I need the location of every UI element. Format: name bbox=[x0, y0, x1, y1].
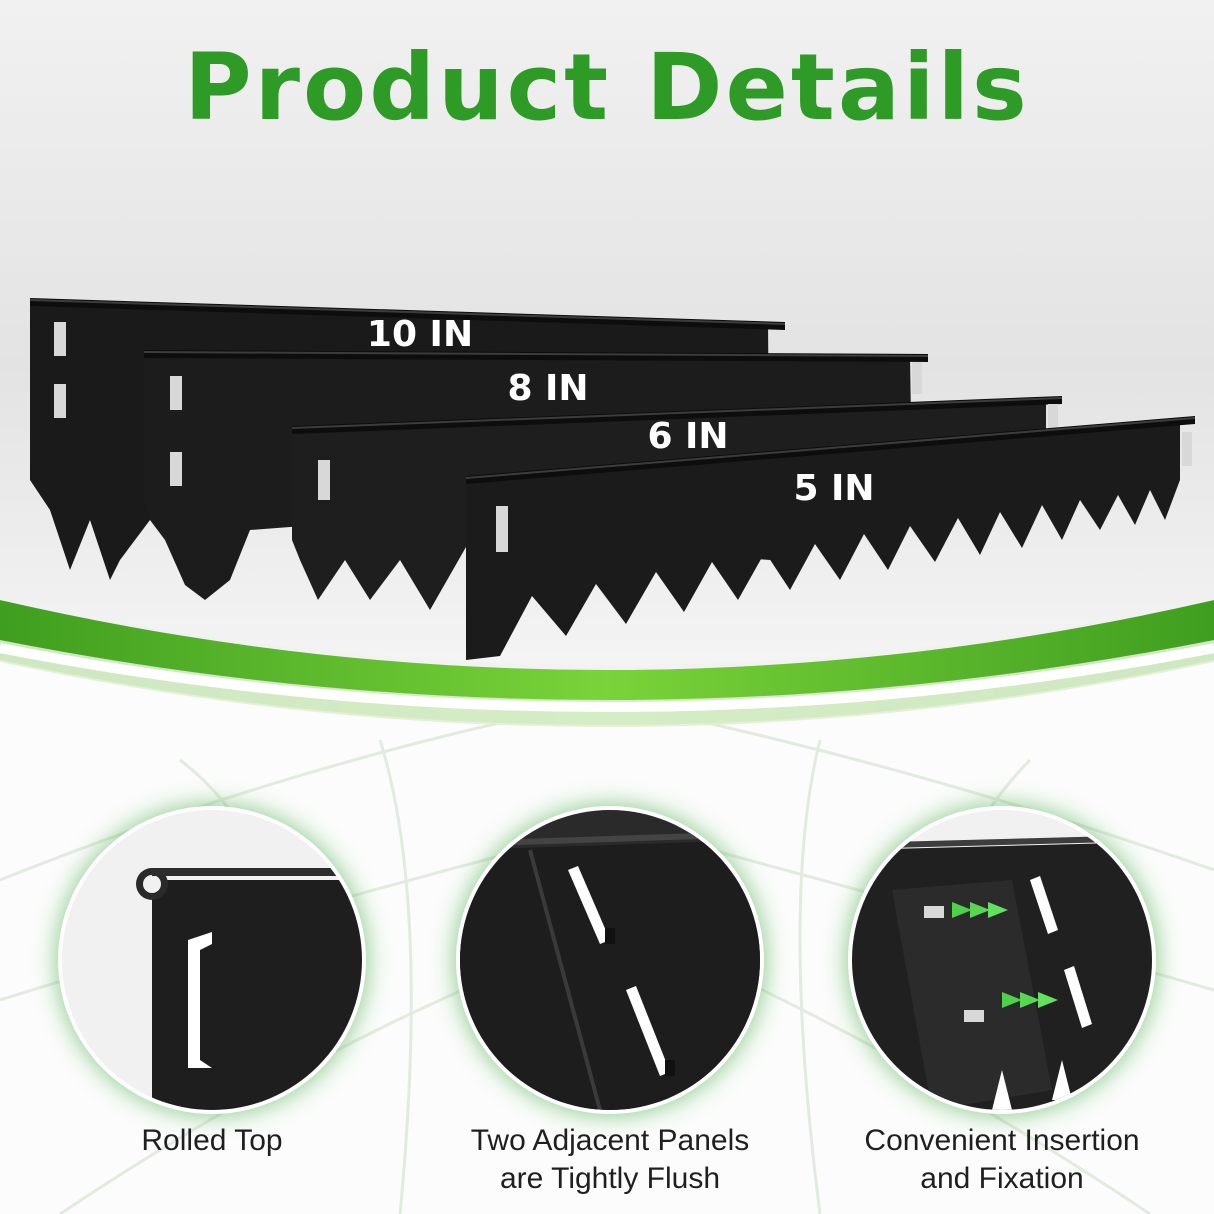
flush-panels-closeup-icon bbox=[460, 810, 760, 1110]
panel-label-8in: 8 IN bbox=[507, 368, 588, 409]
panel-label-10in: 10 IN bbox=[367, 314, 473, 355]
feature-caption-line1: Rolled Top bbox=[141, 1124, 283, 1157]
panel-label-6in: 6 IN bbox=[647, 416, 728, 457]
feature-caption-line2: and Fixation bbox=[920, 1162, 1084, 1195]
page-title: Product Details bbox=[184, 34, 1030, 141]
feature-caption-line1: Convenient Insertion bbox=[864, 1124, 1140, 1157]
arrow-right-icon bbox=[952, 902, 1008, 918]
feature-rolled-top: Rolled Top bbox=[62, 810, 362, 1157]
insertion-arrows-closeup-icon bbox=[852, 810, 1152, 1110]
arrow-right-icon bbox=[1002, 992, 1058, 1008]
feature-insertion-fixation: Convenient Insertion and Fixation bbox=[852, 810, 1152, 1195]
feature-caption-line2: are Tightly Flush bbox=[499, 1162, 721, 1195]
edging-panels-illustration: 10 IN 8 IN 6 IN 5 IN bbox=[29, 298, 1196, 660]
feature-flush-panels: Two Adjacent Panels are Tightly Flush bbox=[460, 810, 760, 1195]
rolled-top-closeup-icon bbox=[62, 810, 362, 1110]
panel-5in: 5 IN bbox=[465, 416, 1196, 660]
panel-label-5in: 5 IN bbox=[793, 468, 874, 509]
feature-caption-line1: Two Adjacent Panels bbox=[470, 1124, 750, 1157]
